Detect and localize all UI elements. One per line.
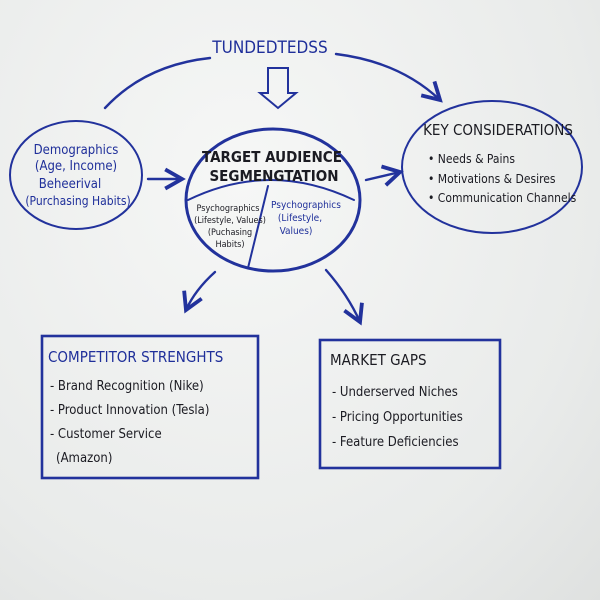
right-segment-line: Psychographics bbox=[271, 200, 341, 211]
center-inner-arc bbox=[187, 179, 355, 201]
demographics-line: Beheerival bbox=[39, 177, 101, 192]
right-segment-line: (Lifestyle, bbox=[278, 213, 322, 224]
svg-text:• Needs & Pains: • Needs & Pains bbox=[428, 152, 515, 166]
competitor-item: - Brand Recognition (Nike) bbox=[50, 379, 204, 394]
center-circle bbox=[184, 127, 362, 273]
left-segment-line: Habits) bbox=[216, 240, 245, 250]
market-gaps-box bbox=[318, 338, 502, 470]
top-left-arc bbox=[103, 56, 212, 110]
market-gaps-title: MARKET GAPS bbox=[330, 351, 427, 369]
demographics-line: (Age, Income) bbox=[35, 159, 117, 174]
center-title-line: SEGMENGTATION bbox=[209, 167, 338, 185]
left-segment-line: (Puchasing bbox=[208, 228, 252, 238]
center-divider bbox=[247, 185, 269, 269]
top-right-arc-arrow bbox=[334, 52, 443, 103]
left-segment-line: Psychographics bbox=[197, 204, 260, 214]
demographics-ellipse bbox=[9, 120, 143, 230]
key-consideration-item: Motivations & Desires bbox=[438, 172, 556, 186]
market-gap-item: - Pricing Opportunities bbox=[332, 410, 463, 425]
market-gap-item: - Feature Deficiencies bbox=[332, 435, 459, 450]
demographics-line: Demographics bbox=[34, 143, 119, 158]
competitor-title: COMPETITOR STRENGHTS bbox=[48, 348, 223, 366]
center-title-line: TARGET AUDIENCE bbox=[202, 148, 342, 166]
competitor-item: - Product Innovation (Tesla) bbox=[50, 403, 209, 418]
market-gap-item: - Underserved Niches bbox=[332, 385, 458, 400]
key-consideration-item: Communication Channels bbox=[438, 191, 577, 205]
svg-text:• Communication Channels: • Communication Channels bbox=[428, 191, 577, 205]
competitor-item: - Customer Service bbox=[50, 427, 162, 442]
arrow-center-to-key bbox=[364, 164, 404, 187]
demographics-line: (Purchasing Habits) bbox=[25, 194, 130, 208]
arrow-to-competitor bbox=[182, 270, 217, 314]
key-considerations-title: KEY CONSIDERATIONS bbox=[423, 121, 573, 139]
key-consideration-item: Needs & Pains bbox=[438, 152, 516, 166]
hollow-down-arrow bbox=[257, 67, 299, 110]
competitor-item: (Amazon) bbox=[56, 451, 112, 466]
svg-text:• Motivations & Desires: • Motivations & Desires bbox=[428, 172, 556, 186]
right-segment-line: Values) bbox=[280, 226, 313, 237]
arrow-to-market-gaps bbox=[324, 268, 364, 326]
left-segment-line: (Lifestyle, Values) bbox=[194, 216, 266, 226]
top-label: TUNDEDTEDSS bbox=[211, 38, 327, 58]
key-considerations-ellipse bbox=[401, 100, 583, 234]
competitor-box bbox=[40, 334, 260, 480]
